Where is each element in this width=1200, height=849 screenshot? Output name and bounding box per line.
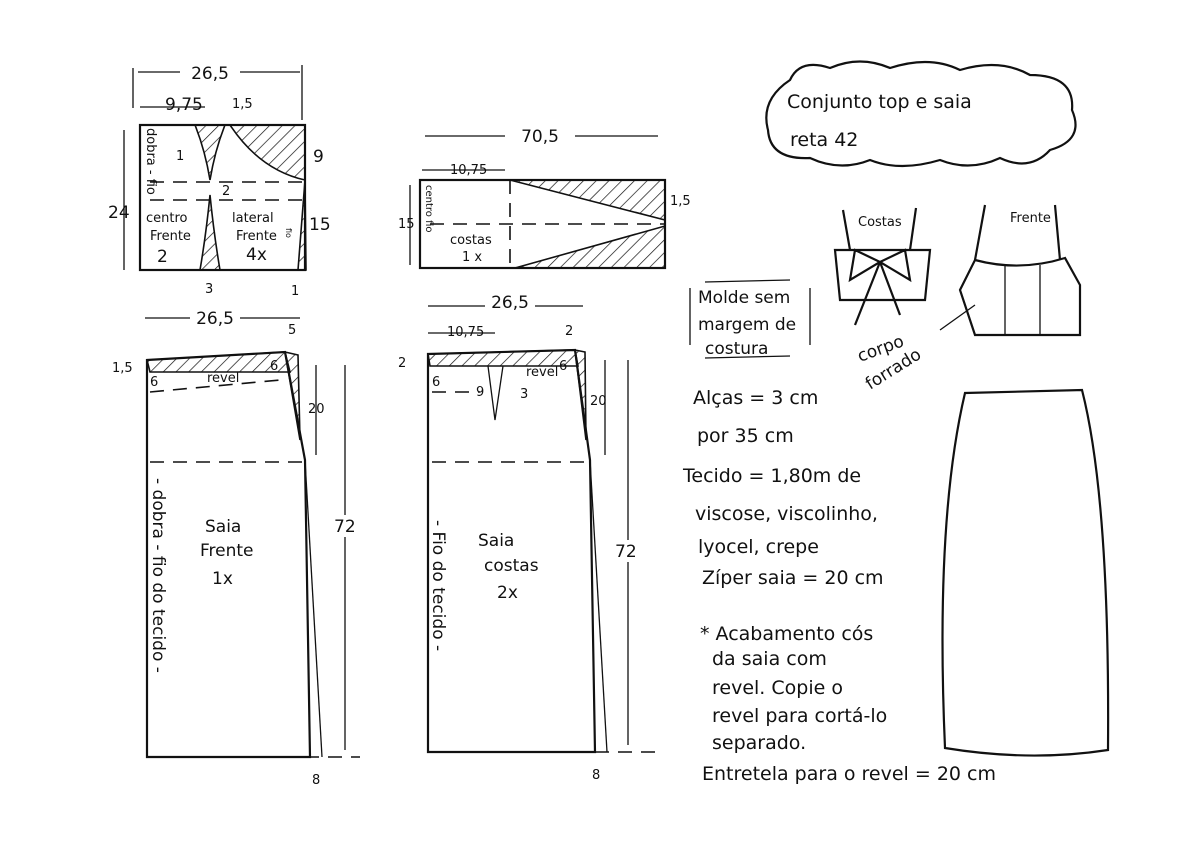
- skirt-front-name: Saia: [205, 517, 241, 537]
- dim-back-hem-flare: 8: [592, 768, 600, 783]
- dim-hip-depth: 20: [308, 402, 325, 417]
- garment-illustration: Costas Frente corpo forrado: [833, 204, 1110, 757]
- dim-dart-gap: 2: [222, 184, 230, 199]
- note-box-line-3: costura: [705, 339, 768, 359]
- front-view-label: Frente: [1010, 211, 1051, 226]
- dim-hem-flare: 8: [312, 773, 320, 788]
- note-fabric-2: viscose, viscolinho,: [695, 503, 878, 525]
- note-finish-1: * Acabamento cós: [700, 623, 873, 645]
- skirt-front-pattern: 26,5 5 1,5 6 revel 6 20 72 8 Saia Frente…: [112, 306, 360, 788]
- top-back-pattern: 70,5 10,75 15 1,5 centro fio costas 1 x: [398, 122, 691, 270]
- note-straps-2: por 35 cm: [697, 425, 794, 447]
- dim-back-width: 70,5: [521, 127, 559, 147]
- skirt-front-fold-label: - dobra - fio do tecido -: [148, 478, 168, 673]
- dim-back-length: 72: [615, 542, 637, 562]
- dim-top-width: 26,5: [191, 64, 229, 84]
- side-piece-qty: 4x: [246, 245, 267, 265]
- note-straps-1: Alças = 3 cm: [693, 387, 818, 409]
- dim-side-upper: 9: [313, 147, 324, 167]
- dim-skirt-front-width: 26,5: [196, 309, 234, 329]
- skirt-front-sub: Frente: [200, 541, 254, 561]
- back-piece-qty: 1 x: [462, 250, 482, 265]
- dim-back-hip-depth: 20: [590, 394, 607, 409]
- side-piece-grain: fio: [284, 228, 293, 238]
- note-finish-4: revel para cortá-lo: [712, 705, 887, 727]
- side-piece-name: lateral: [232, 211, 274, 226]
- title-line-1: Conjunto top e saia: [787, 91, 972, 113]
- fold-label: dobra - fio: [143, 128, 158, 195]
- center-piece-qty: 2: [157, 247, 168, 267]
- note-finish-5: separado.: [712, 732, 806, 754]
- dim-dart-point: 1: [176, 149, 184, 164]
- title-line-2: reta 42: [790, 129, 858, 151]
- skirt-back-sub: costas: [484, 556, 539, 576]
- dim-offset: 1,5: [232, 97, 253, 112]
- note-interfacing: Entretela para o revel = 20 cm: [702, 763, 996, 785]
- back-facing-label: revel: [526, 365, 558, 380]
- dim-dart-width: 3: [205, 282, 213, 297]
- note-zipper: Zíper saia = 20 cm: [702, 567, 884, 589]
- note-finish-2: da saia com: [712, 648, 827, 670]
- notes: Molde sem margem de costura Alças = 3 cm…: [682, 279, 996, 785]
- dim-dart-width: 3: [520, 387, 528, 402]
- dim-center-width: 9,75: [165, 95, 203, 115]
- side-piece-sub: Frente: [236, 229, 277, 244]
- top-front-pattern: 26,5 9,75 1,5 24 9 15 2 1 3 1 dobra - fi…: [108, 60, 331, 299]
- dim-back-right: 1,5: [670, 194, 691, 209]
- dim-side-bottom: 1: [291, 284, 299, 299]
- dim-facing-left: 6: [150, 375, 158, 390]
- dim-height: 24: [108, 203, 130, 223]
- dim-back-height: 15: [398, 217, 415, 232]
- dim-dart-length: 9: [476, 385, 484, 400]
- center-fold-label: centro fio: [423, 185, 434, 233]
- note-box-line-2: margem de: [698, 315, 796, 335]
- skirt-back-grain-label: - Fio do tecido -: [428, 520, 448, 651]
- dim-back-left: 10,75: [450, 163, 487, 178]
- note-finish-3: revel. Copie o: [712, 677, 843, 699]
- skirt-back-qty: 2x: [497, 583, 518, 603]
- dim-side-lower: 15: [309, 215, 331, 235]
- back-view-label: Costas: [858, 215, 902, 230]
- dim-facing-right: 6: [270, 359, 278, 374]
- dim-skirt-length: 72: [334, 517, 356, 537]
- dim-skirt-front-waist-drop: 1,5: [112, 361, 133, 376]
- dim-back-facing-right: 6: [559, 359, 567, 374]
- note-box-line-1: Molde sem: [698, 288, 790, 308]
- title-cloud: Conjunto top e saia reta 42: [765, 60, 1077, 168]
- dim-skirt-front-side-offset: 5: [288, 323, 296, 338]
- back-piece-name: costas: [450, 233, 492, 248]
- note-fabric-3: lyocel, crepe: [698, 536, 819, 558]
- skirt-back-name: Saia: [478, 531, 514, 551]
- dim-skirt-back-width: 26,5: [491, 293, 529, 313]
- skirt-back-pattern: 26,5 10,75 2 2 6 revel 6 9 3 20 72 8 Sai…: [398, 292, 660, 783]
- facing-label: revel: [207, 371, 239, 386]
- skirt-front-qty: 1x: [212, 569, 233, 589]
- center-piece-name: centro: [146, 211, 188, 226]
- dim-skirt-back-side-offset: 2: [565, 324, 573, 339]
- dim-skirt-back-waist-drop: 2: [398, 356, 406, 371]
- note-fabric-1: Tecido = 1,80m de: [682, 465, 861, 487]
- dim-skirt-back-left: 10,75: [447, 325, 484, 340]
- dim-back-facing-left: 6: [432, 375, 440, 390]
- center-piece-sub: Frente: [150, 229, 191, 244]
